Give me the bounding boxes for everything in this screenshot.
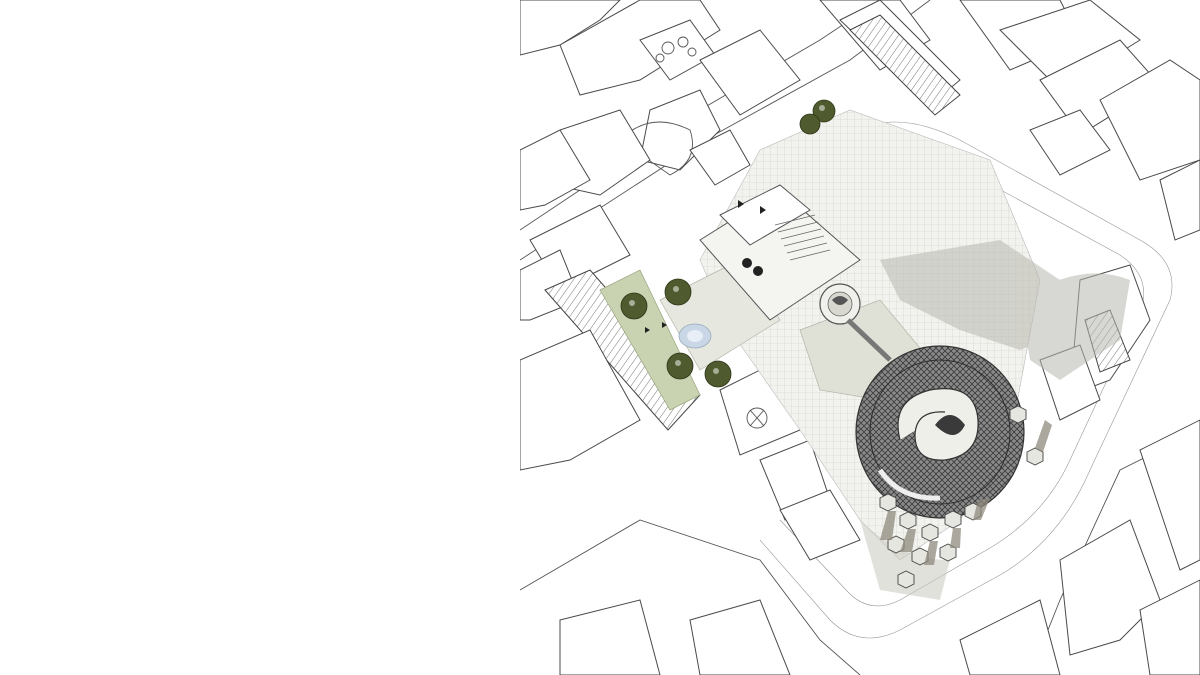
city-block-outlines-east	[819, 0, 1200, 241]
spiral-ramp	[877, 388, 979, 501]
blank-left-panel	[0, 0, 520, 675]
people-figures	[645, 200, 766, 333]
stair-block	[699, 184, 861, 321]
shadows	[860, 240, 1130, 600]
fountain-pool	[678, 323, 712, 349]
kiosk-shadows	[880, 420, 1052, 565]
trees	[620, 99, 836, 388]
hexagonal-kiosks	[879, 405, 1044, 589]
city-block-outlines-south	[559, 264, 1200, 675]
